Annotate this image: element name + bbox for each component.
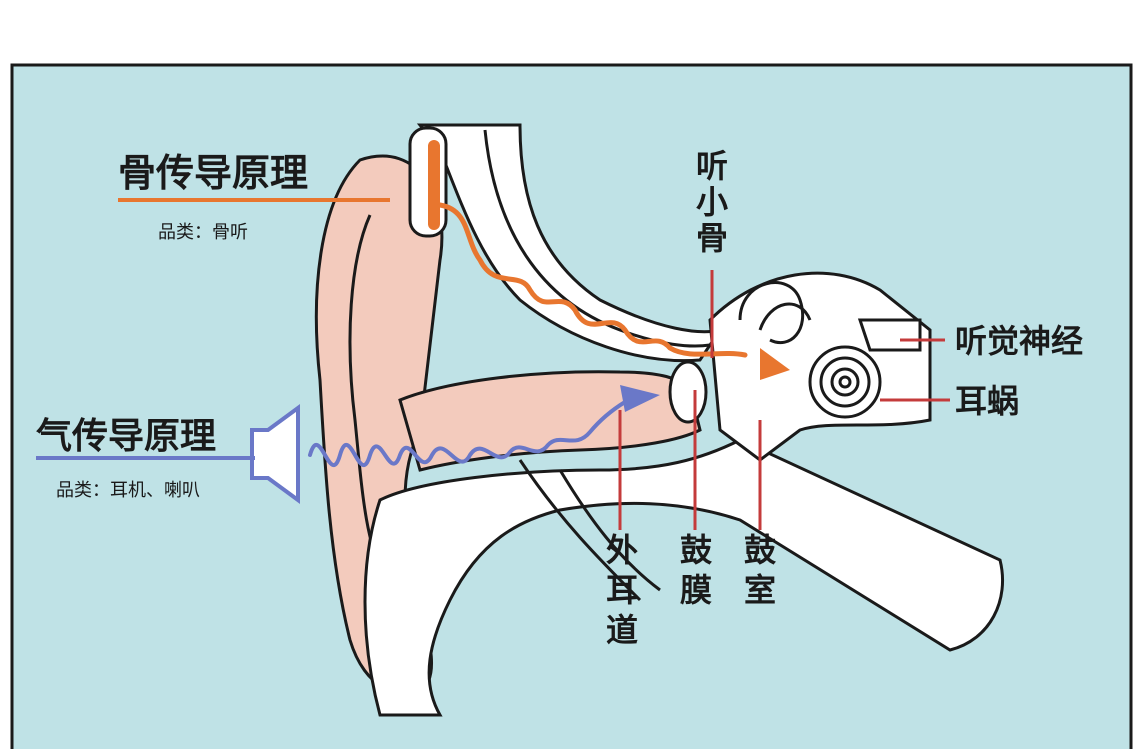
auditory-nerve-shape	[860, 320, 920, 350]
cochlea-label: 耳蜗	[955, 382, 1019, 420]
air-subtitle: 品类：耳机、喇叭	[56, 480, 200, 501]
bone-conduction-bar	[428, 140, 440, 230]
auditory-nerve-label: 听觉神经	[955, 322, 1083, 360]
bone-heading: 骨传导原理	[118, 151, 308, 195]
tympanic-cavity-label: 鼓室	[740, 530, 780, 610]
eardrum-label: 鼓膜	[676, 530, 716, 610]
eardrum-shape	[670, 362, 706, 422]
ear-canal-label: 外耳道	[602, 530, 642, 650]
bone-subtitle: 品类：骨听	[158, 222, 248, 243]
air-heading: 气传导原理	[36, 416, 216, 457]
cochlea-spiral	[810, 347, 880, 417]
ossicles-label: 听小骨	[692, 148, 732, 256]
